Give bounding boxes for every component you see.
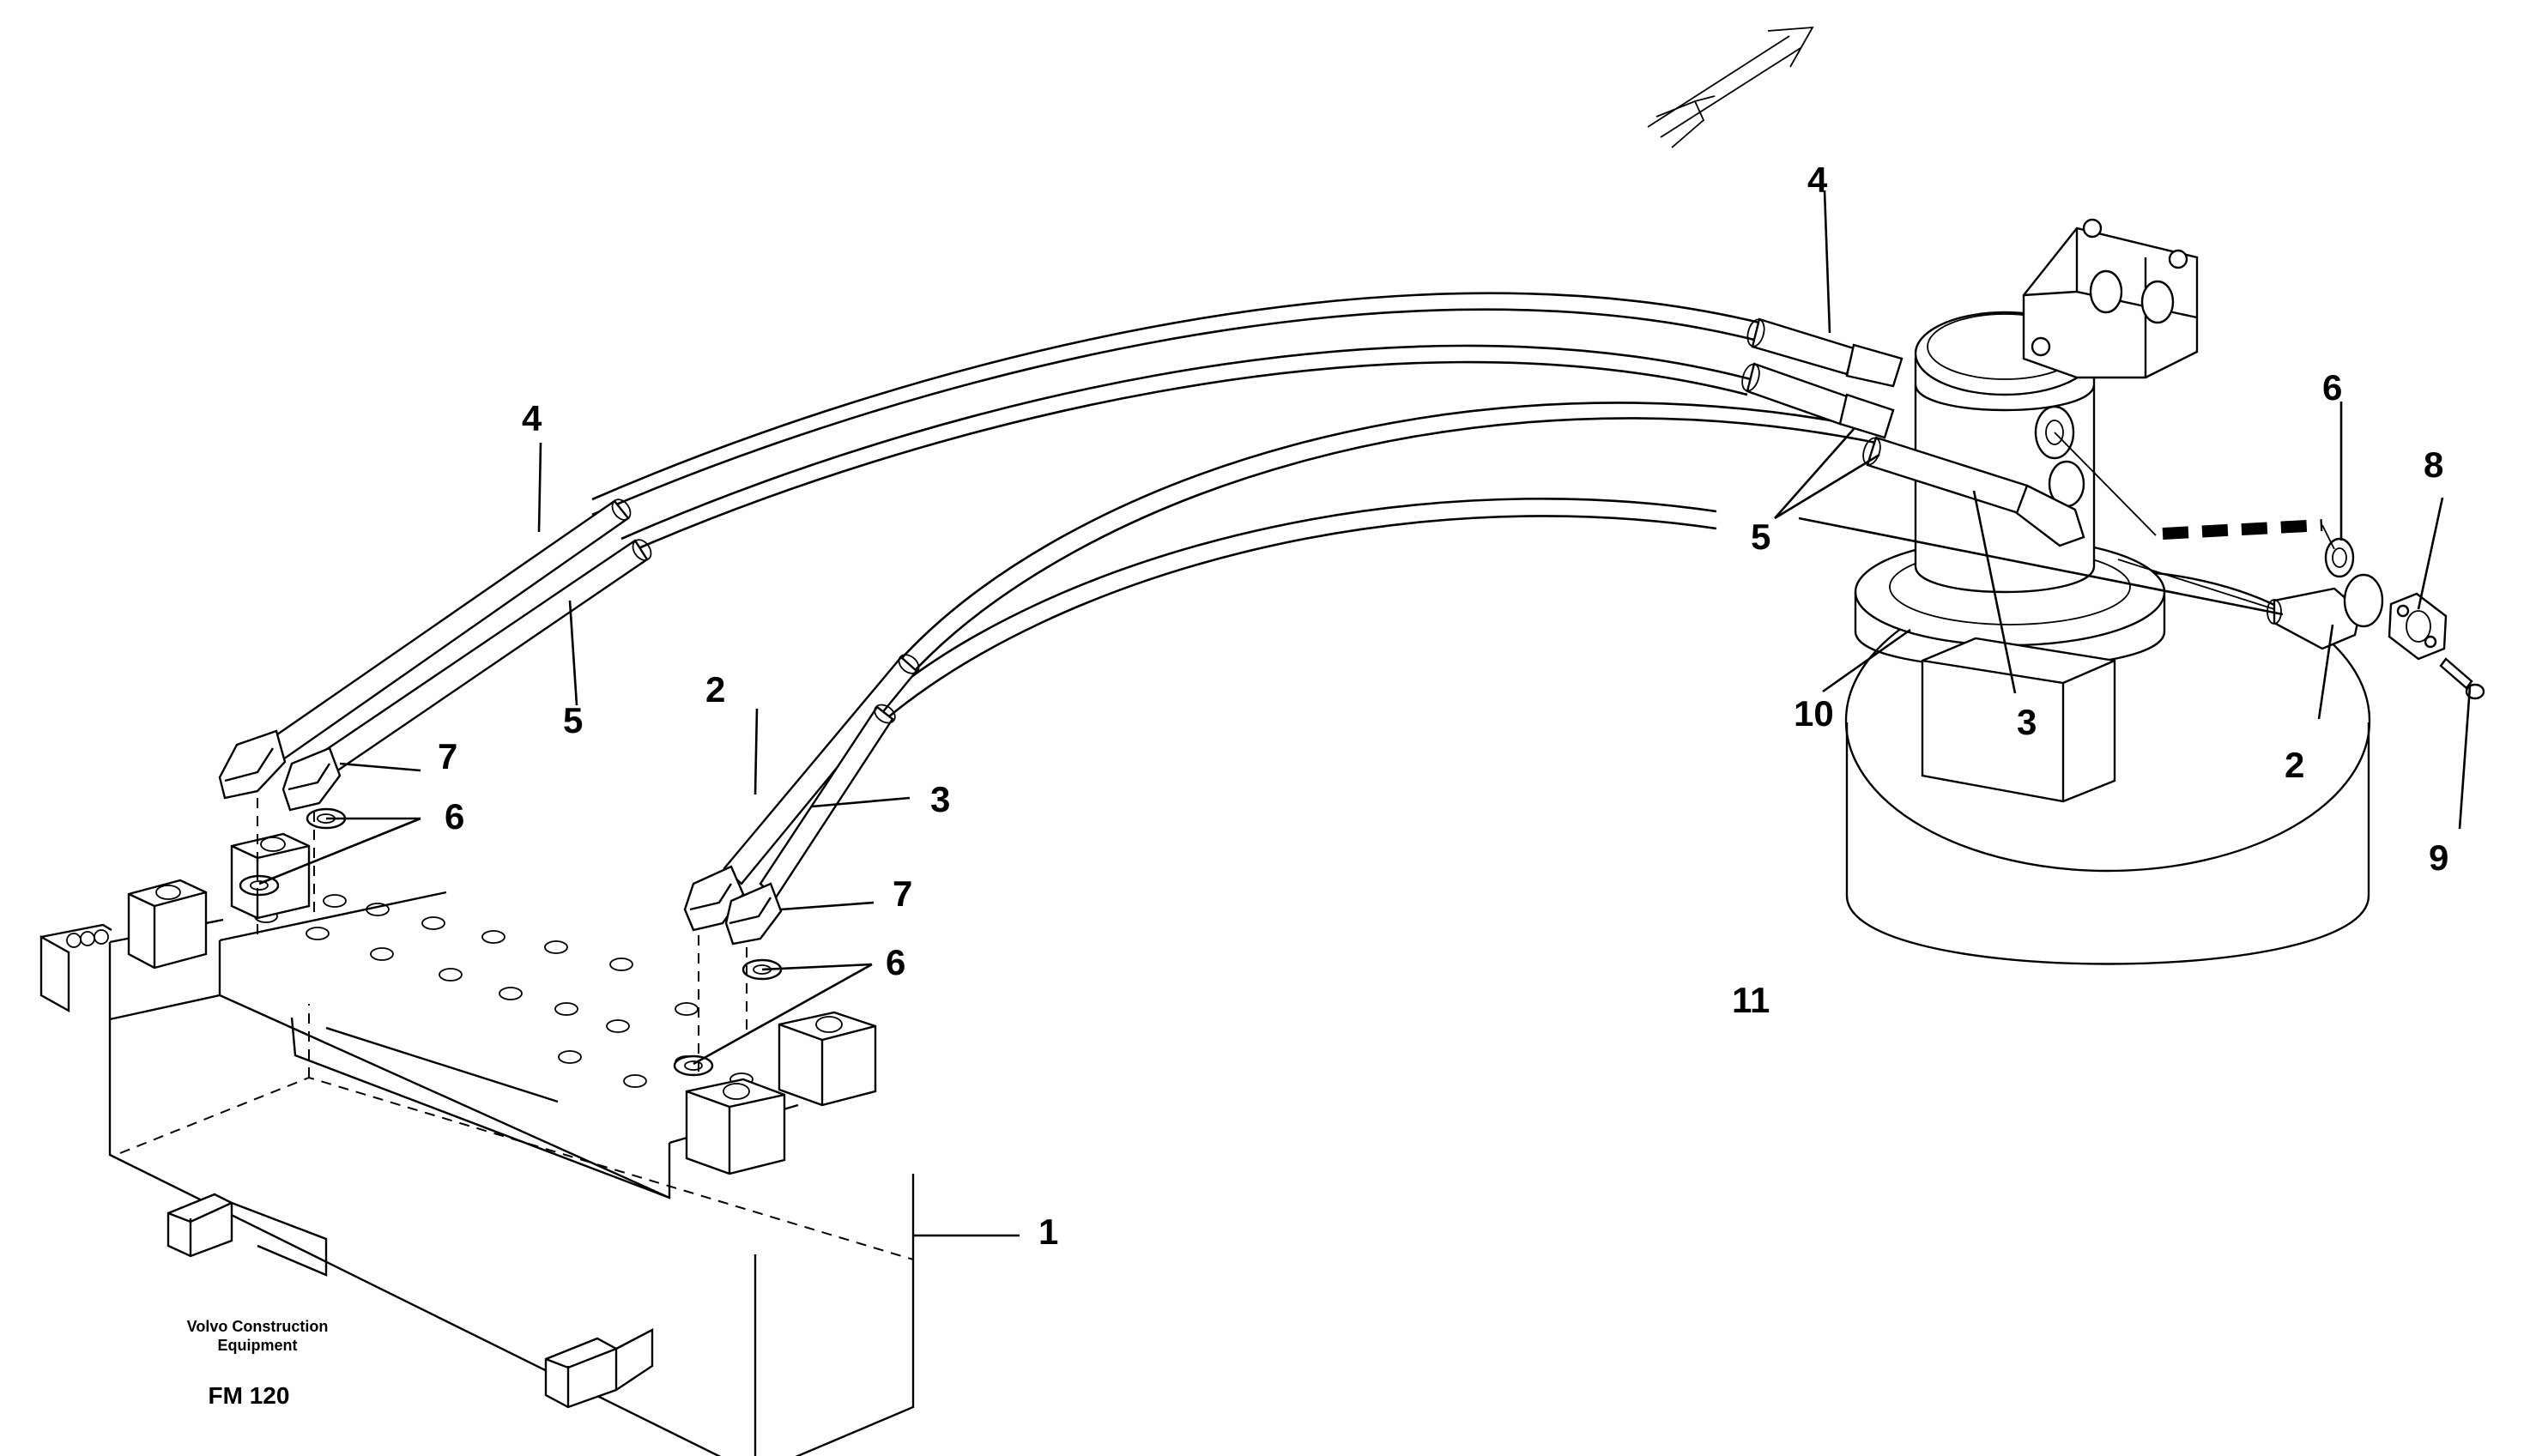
port-holes — [254, 894, 754, 1088]
callout-9: 9 — [2429, 837, 2448, 878]
callout-1: 1 — [1038, 1211, 1058, 1252]
hose-4 — [591, 292, 1760, 517]
assembly-lines-left — [257, 798, 748, 1072]
callout-7-b: 7 — [893, 873, 912, 914]
swivel-lower-block — [1921, 637, 2116, 803]
direction-arrow-icon — [1647, 26, 1814, 148]
callout-5-left: 5 — [563, 700, 583, 740]
callout-5-right: 5 — [1751, 517, 1770, 557]
callout-2-left: 2 — [705, 669, 725, 710]
callout-10: 10 — [1794, 693, 1834, 734]
washers-left — [239, 807, 783, 1077]
caption-code: FM 120 — [209, 1382, 290, 1409]
flange-right — [2388, 592, 2448, 661]
hose-sleeves-left — [256, 498, 920, 899]
mounting-cube-back-left — [127, 879, 208, 970]
elbow-fittings-left — [218, 729, 783, 945]
elbow-fitting-right — [2267, 573, 2384, 650]
callout-2-right: 2 — [2285, 745, 2304, 785]
callout-7-a: 7 — [438, 736, 457, 776]
caption-line1: Volvo Construction — [187, 1318, 329, 1335]
washer-right — [2324, 537, 2355, 578]
callout-11: 11 — [1732, 980, 1770, 1020]
hose-3 — [875, 497, 1717, 722]
hose-5 — [620, 344, 1752, 556]
mounting-cube-back-right — [230, 832, 311, 920]
screw-right — [2439, 657, 2485, 700]
control-valve-block — [39, 832, 915, 1456]
swivel-mount-bracket — [2022, 218, 2199, 379]
manufacturer-caption: Volvo Construction Equipment FM 120 — [187, 1318, 329, 1409]
callout-3-left: 3 — [930, 779, 950, 819]
mounting-cube-front-left — [685, 1078, 786, 1175]
callout-6-left-b: 6 — [886, 942, 905, 982]
callout-6-left-a: 6 — [445, 796, 464, 837]
callout-labels: 1 2 3 4 5 6 6 7 7 4 5 3 2 6 8 9 10 11 — [438, 160, 2448, 1252]
callout-6-right: 6 — [2322, 367, 2342, 408]
callout-4-right: 4 — [1807, 160, 1828, 200]
support-beam-front — [544, 1328, 654, 1409]
hose-2 — [899, 402, 1877, 679]
caption-line2: Equipment — [218, 1337, 298, 1354]
callout-4-left: 4 — [522, 398, 542, 438]
support-beam-back — [166, 1193, 328, 1277]
leader-lines — [258, 190, 2472, 1237]
callout-8: 8 — [2424, 444, 2443, 485]
hose-sleeves-right — [1741, 317, 2085, 547]
mounting-cube-front-right — [778, 1011, 877, 1107]
assembly-lines-right — [2054, 432, 2335, 610]
callout-3-right: 3 — [2017, 702, 2037, 742]
